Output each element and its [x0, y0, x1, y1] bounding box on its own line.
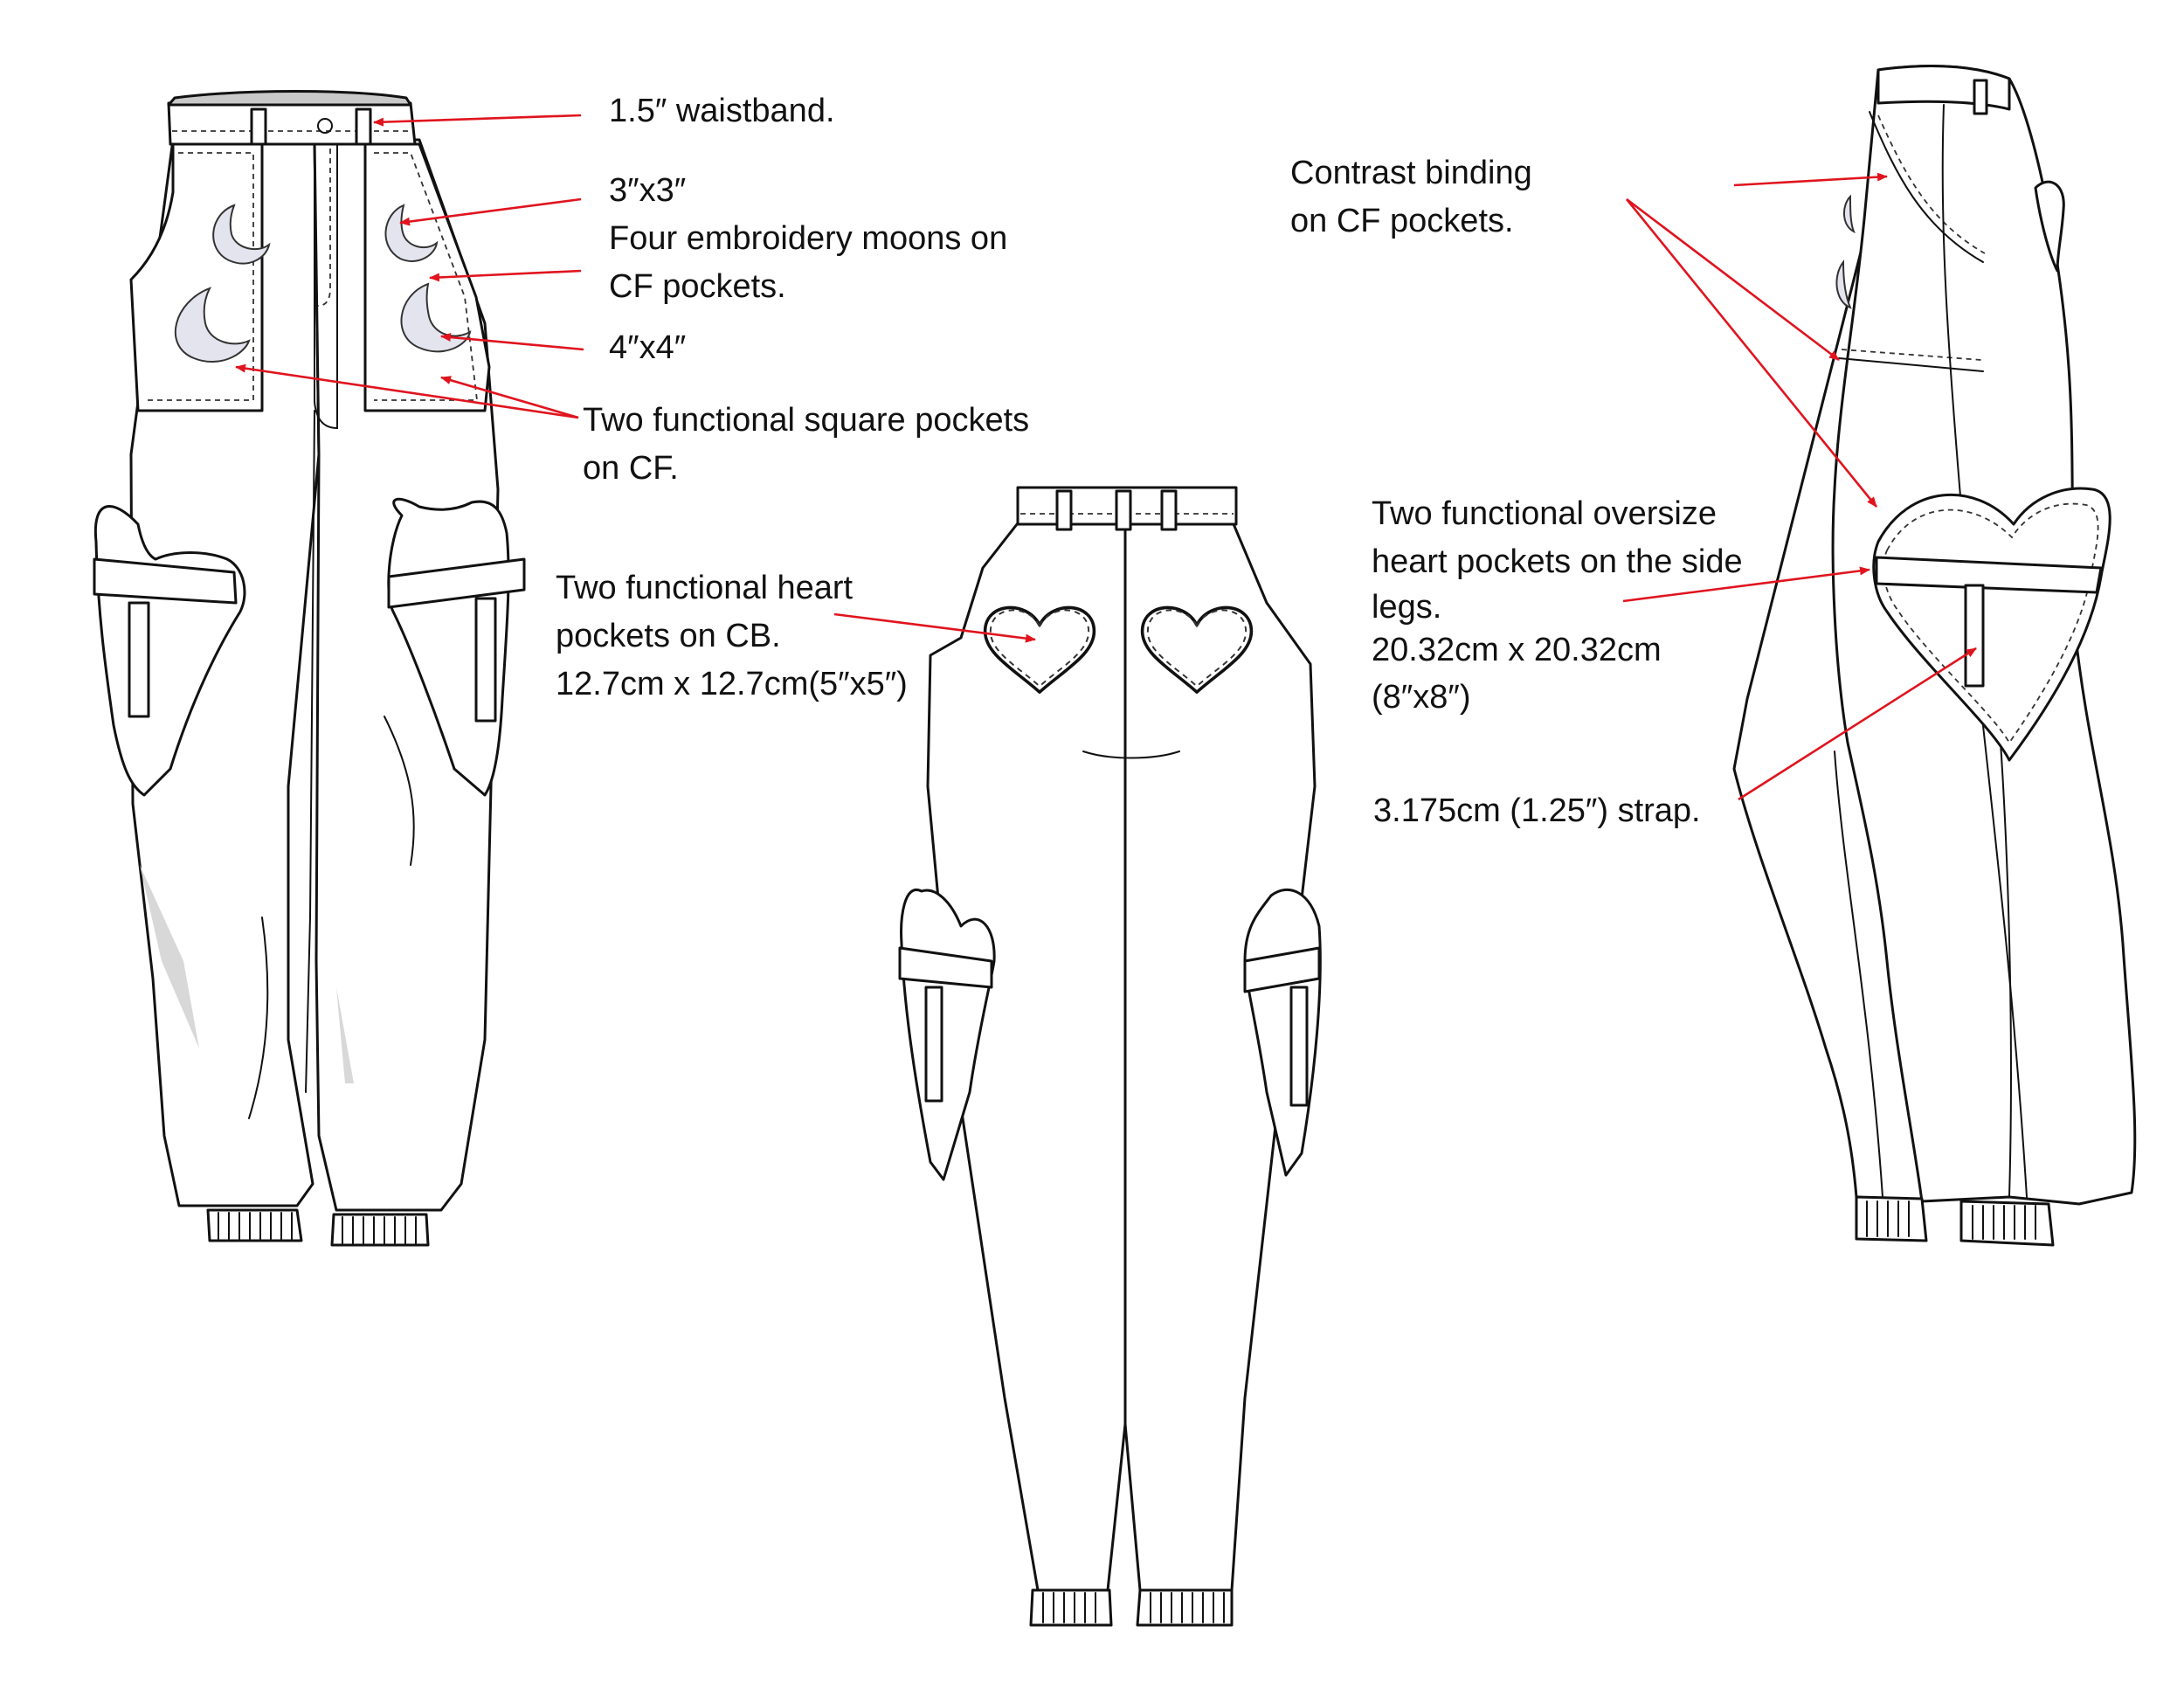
binding-note-line2: on CF pockets.	[1290, 203, 1514, 239]
binding-note-line1: Contrast binding	[1290, 155, 1532, 191]
side-heart-note-line4: 20.32cm x 20.32cm	[1372, 632, 1662, 668]
arrow-binding-top	[1733, 172, 1888, 187]
arrow-moon-small	[399, 197, 582, 226]
moons-note-line2: CF pockets.	[609, 268, 786, 305]
side-heart-note-line2: heart pockets on the side	[1372, 543, 1743, 580]
arrow-strap	[1738, 647, 1977, 801]
side-heart-note-line3: legs.	[1372, 589, 1442, 626]
front-view-pants	[93, 90, 526, 1247]
moon-small-size-note: 3″x3″	[609, 172, 687, 209]
arrow-binding-heart	[1625, 198, 1878, 508]
side-view-pants	[1732, 64, 2137, 1247]
square-pockets-note-line2: on CF.	[583, 450, 679, 487]
side-heart-note-line1: Two functional oversize	[1372, 495, 1717, 532]
callout-arrows	[235, 114, 1977, 801]
arrow-square-pocket-right	[440, 376, 579, 419]
side-heart-note-line5: (8″x8″)	[1372, 679, 1471, 716]
back-heart-note-line2: pockets on CB.	[556, 618, 781, 654]
back-heart-note-line1: Two functional heart	[556, 570, 854, 606]
arrow-waistband	[373, 114, 582, 127]
waistband-note: 1.5″ waistband.	[609, 93, 835, 129]
back-view-pants	[898, 486, 1322, 1627]
moons-note-line1: Four embroidery moons on	[609, 220, 1008, 257]
arrow-binding-side	[1626, 197, 1840, 362]
back-heart-note-line3: 12.7cm x 12.7cm(5″x5″)	[556, 666, 908, 702]
arrow-side-heart	[1622, 566, 1870, 603]
arrow-square-pocket-left	[235, 363, 579, 419]
arrow-moon-large	[440, 333, 584, 351]
strap-note: 3.175cm (1.25″) strap.	[1373, 792, 1701, 829]
arrow-back-heart	[833, 612, 1036, 643]
square-pockets-note-line1: Two functional square pockets	[583, 402, 1030, 439]
arrow-moons	[429, 269, 582, 282]
moon-large-size-note: 4″x4″	[609, 329, 687, 366]
